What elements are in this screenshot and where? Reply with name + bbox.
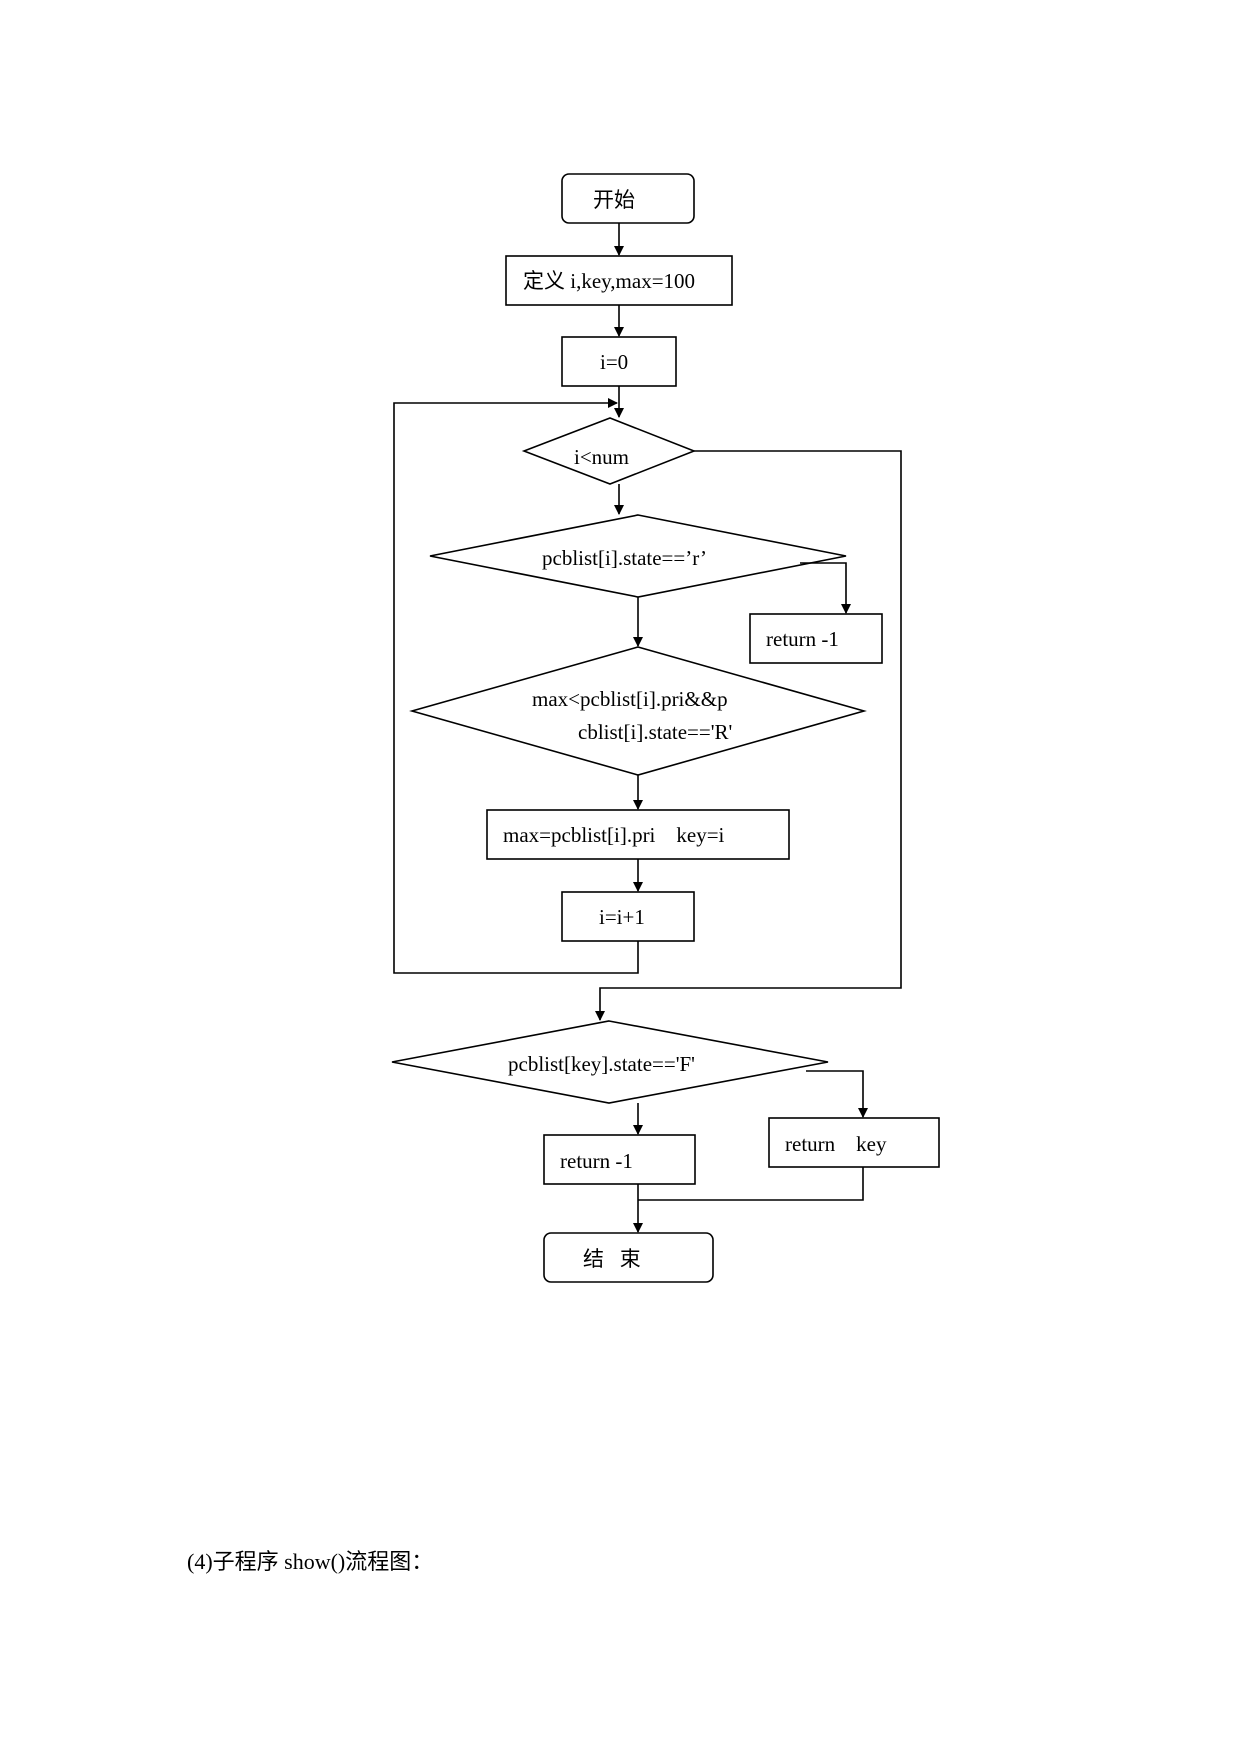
cond-max-label-line1: max<pcblist[i].pri&&p	[532, 687, 728, 711]
return-key-node: return key	[768, 1117, 940, 1168]
cond-loop-node: i<num	[521, 417, 697, 485]
end-node: 结 束	[543, 1232, 714, 1283]
return-key-label: return key	[785, 1132, 887, 1156]
start-node: 开始	[561, 173, 695, 224]
cond-finish-label: pcblist[key].state=='F'	[508, 1052, 695, 1076]
cond-loop-label: i<num	[574, 445, 629, 469]
init-label: i=0	[600, 350, 628, 374]
assign-node: max=pcblist[i].pri key=i	[486, 809, 790, 860]
arrow-finish-key	[806, 1070, 868, 1118]
connectors	[393, 223, 902, 1233]
define-node: 定义 i,key,max=100	[505, 255, 733, 306]
cond-max-label-line2: cblist[i].state=='R'	[578, 720, 732, 744]
arrow-loop-exit	[595, 450, 902, 1021]
cond-max-node: max<pcblist[i].pri&&p cblist[i].state=='…	[409, 646, 867, 776]
return-neg1-a-label: return -1	[766, 627, 839, 651]
loop-back-line	[393, 398, 639, 974]
return-neg1-b-label: return -1	[560, 1149, 633, 1173]
cond-running-node: pcblist[i].state==’r’	[429, 514, 847, 598]
define-label: 定义 i,key,max=100	[523, 269, 695, 293]
end-label: 结 束	[583, 1247, 641, 1271]
assign-label: max=pcblist[i].pri key=i	[503, 823, 725, 847]
init-node: i=0	[561, 336, 677, 387]
line-key-merge	[638, 1167, 864, 1201]
arrow-running-return	[800, 562, 851, 614]
increment-label: i=i+1	[599, 905, 645, 929]
return-neg1-a-node: return -1	[749, 613, 883, 664]
return-neg1-b-node: return -1	[543, 1134, 696, 1185]
section-caption: (4)子程序 show()流程图：	[187, 1549, 434, 1574]
cond-finish-node: pcblist[key].state=='F'	[391, 1020, 829, 1104]
cond-running-label: pcblist[i].state==’r’	[542, 546, 707, 570]
increment-node: i=i+1	[561, 891, 695, 942]
start-label: 开始	[593, 188, 635, 212]
